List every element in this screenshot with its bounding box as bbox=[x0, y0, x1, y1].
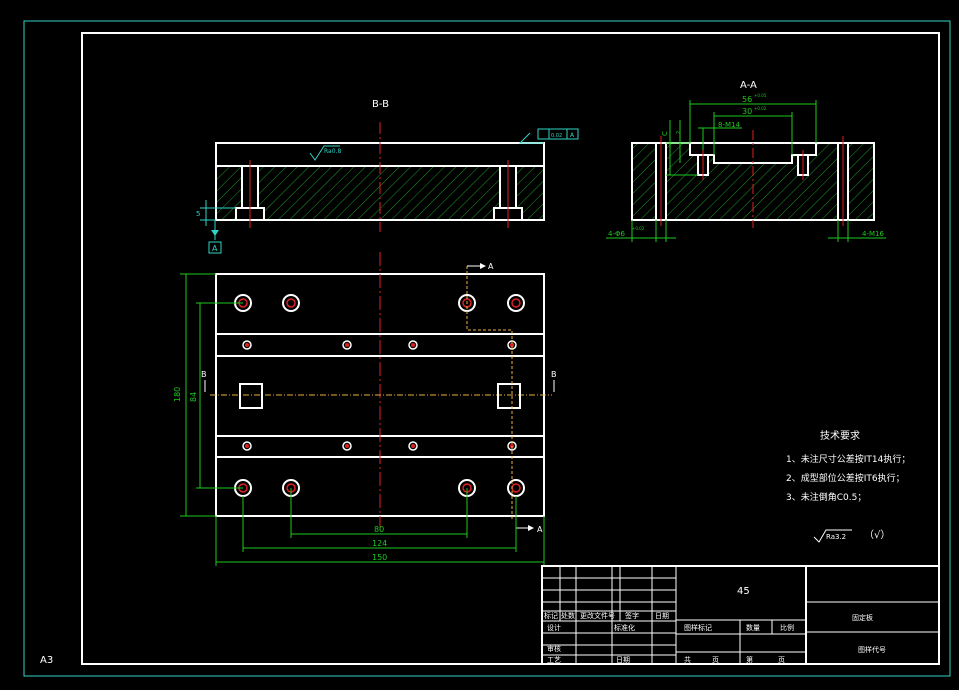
b-marker-right: B bbox=[551, 370, 557, 379]
svg-text:更改文件号: 更改文件号 bbox=[580, 611, 615, 620]
drawing-name: 固定板 bbox=[852, 613, 873, 622]
svg-text:签字: 签字 bbox=[625, 611, 639, 620]
plan-view: A A B B 180 84 80 124 150 bbox=[173, 252, 557, 566]
dim-150: 150 bbox=[372, 553, 387, 562]
svg-text:比例: 比例 bbox=[780, 623, 794, 632]
hole-br2 bbox=[507, 479, 525, 497]
svg-text:日期: 日期 bbox=[655, 612, 669, 620]
svg-text:页: 页 bbox=[778, 656, 785, 664]
svg-text:标准化: 标准化 bbox=[614, 623, 635, 632]
svg-text:5: 5 bbox=[196, 210, 200, 218]
tech-item-3: 3、未注倒角C0.5； bbox=[786, 491, 866, 503]
svg-text:数量: 数量 bbox=[746, 623, 760, 632]
b-marker-left: B bbox=[201, 370, 207, 379]
side-section-label: A-A bbox=[740, 80, 757, 91]
section-marker-top: A bbox=[488, 262, 494, 271]
svg-text:工艺: 工艺 bbox=[547, 656, 561, 664]
dim-84: 84 bbox=[189, 392, 198, 402]
title-block-text: 45 固定板 图样代号 标记 处数 更改文件号 签字 日期 设计 标准化 图样标… bbox=[544, 586, 886, 664]
svg-text:设计: 设计 bbox=[547, 623, 561, 632]
dim-4m16: 4-M16 bbox=[862, 230, 884, 238]
right-pocket bbox=[497, 383, 521, 409]
front-section-label: B-B bbox=[372, 99, 389, 110]
outer-frame bbox=[23, 20, 951, 677]
hole-tl2 bbox=[282, 294, 300, 312]
sheet-size-label: A3 bbox=[40, 655, 53, 666]
svg-text:处数: 处数 bbox=[561, 611, 575, 620]
material: 45 bbox=[737, 586, 750, 597]
svg-text:+0.02: +0.02 bbox=[754, 106, 767, 111]
svg-text:页: 页 bbox=[712, 656, 719, 664]
section-marker-bottom: A bbox=[537, 525, 543, 534]
svg-text:共: 共 bbox=[684, 655, 691, 664]
svg-text:A: A bbox=[212, 244, 218, 253]
svg-text:第: 第 bbox=[746, 655, 753, 664]
dim-80: 80 bbox=[374, 525, 384, 534]
left-pocket bbox=[239, 383, 263, 409]
datum-a-box bbox=[208, 241, 222, 254]
svg-text:审核: 审核 bbox=[547, 644, 561, 653]
flatness-frame bbox=[537, 128, 579, 140]
dim-30: 30 bbox=[742, 107, 752, 116]
tech-title: 技术要求 bbox=[820, 429, 860, 442]
svg-text:A: A bbox=[570, 132, 575, 139]
svg-text:+0.02: +0.02 bbox=[632, 226, 645, 231]
inner-frame bbox=[81, 32, 940, 665]
svg-text:图样标记: 图样标记 bbox=[684, 623, 712, 632]
front-section-view: B-B Ra0.8 0.02 A A 5 bbox=[196, 99, 579, 254]
svg-text:日期: 日期 bbox=[616, 656, 630, 664]
hole-tr2 bbox=[507, 294, 525, 312]
svg-text:标记: 标记 bbox=[544, 611, 558, 620]
roughness-top: Ra0.8 bbox=[324, 148, 341, 155]
dim-c: C bbox=[661, 131, 669, 136]
tech-item-1: 1、未注尺寸公差按IT14执行； bbox=[786, 453, 910, 465]
svg-text:+0.05: +0.05 bbox=[754, 93, 767, 98]
roughness-general: Ra3.2 bbox=[826, 533, 846, 541]
roughness-paren: （√） bbox=[864, 529, 890, 541]
tech-item-2: 2、成型部位公差按IT6执行； bbox=[786, 472, 905, 484]
dim-180: 180 bbox=[173, 387, 182, 402]
dim-124: 124 bbox=[372, 539, 387, 548]
technical-requirements: 技术要求 1、未注尺寸公差按IT14执行； 2、成型部位公差按IT6执行； 3、… bbox=[786, 429, 910, 543]
dim-8m14: 8-M14 bbox=[718, 121, 740, 129]
side-section-view: A-A 56 +0.05 30 +0.02 8-M14 C bbox=[606, 80, 886, 242]
svg-text:2: 2 bbox=[676, 131, 682, 134]
title-block bbox=[541, 565, 940, 665]
dim-4phi6: 4-Φ6 bbox=[608, 230, 625, 238]
dim-56: 56 bbox=[742, 95, 752, 104]
drawing-code: 图样代号 bbox=[858, 645, 886, 654]
svg-text:0.02: 0.02 bbox=[551, 133, 562, 139]
